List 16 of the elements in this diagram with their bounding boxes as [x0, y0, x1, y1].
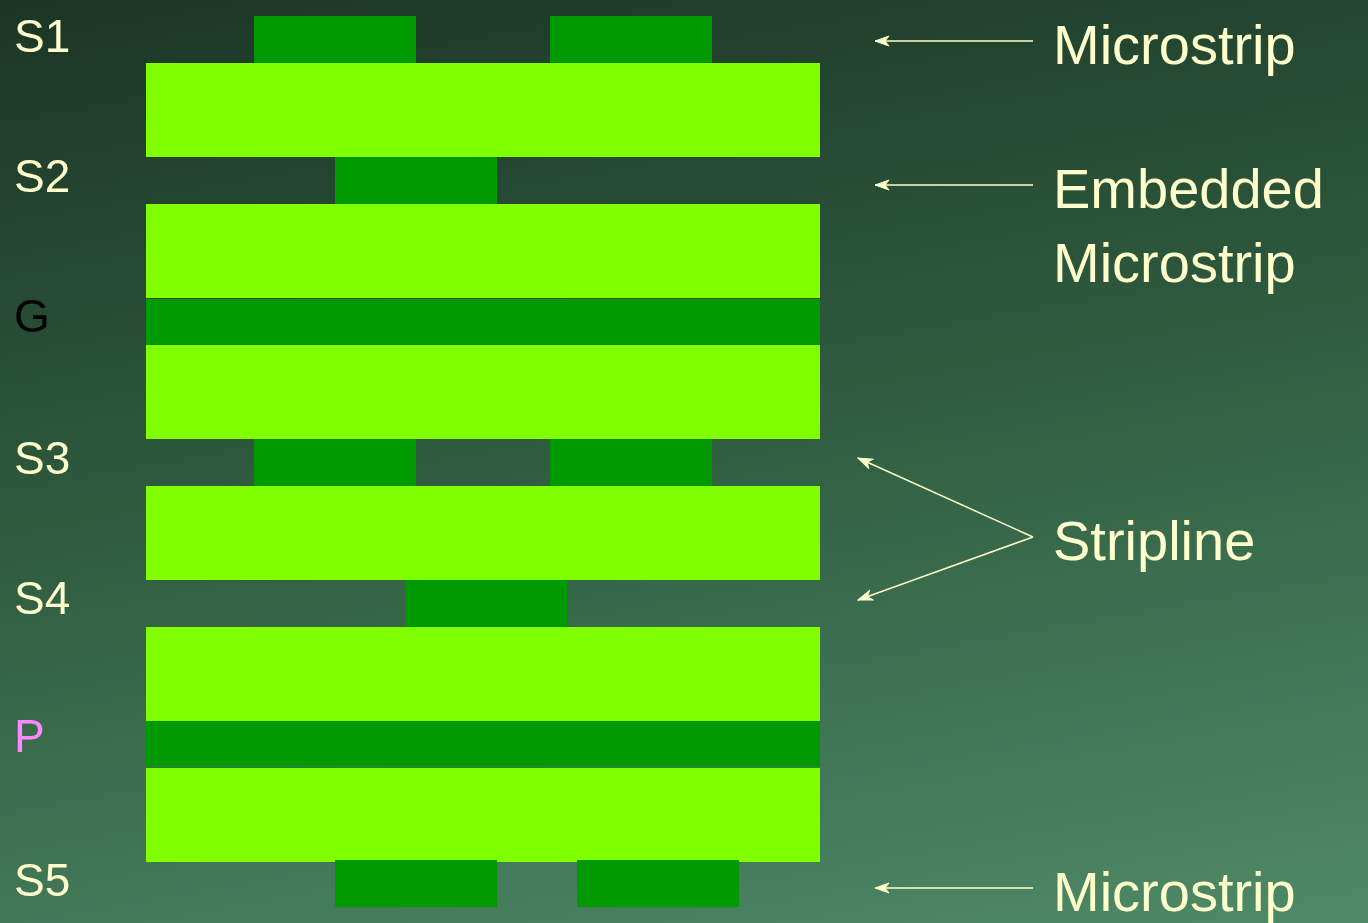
arrow — [857, 457, 1034, 538]
arrow — [874, 35, 1034, 47]
layer-label: S5 — [14, 853, 71, 908]
arrow — [874, 179, 1034, 191]
layer-label: S1 — [14, 9, 71, 64]
layer-label: S4 — [14, 571, 71, 626]
layer-label: S2 — [14, 149, 71, 204]
layer-label: P — [14, 709, 45, 764]
callout-text: Microstrip — [1053, 8, 1363, 82]
callout-text: Stripline — [1053, 504, 1363, 578]
arrow — [874, 882, 1034, 894]
layer-label: S3 — [14, 431, 71, 486]
layer-label: G — [14, 289, 50, 344]
arrow — [857, 536, 1034, 601]
callout-text: Embedded Microstrip — [1053, 152, 1363, 300]
callout-text: Microstrip — [1053, 855, 1363, 923]
